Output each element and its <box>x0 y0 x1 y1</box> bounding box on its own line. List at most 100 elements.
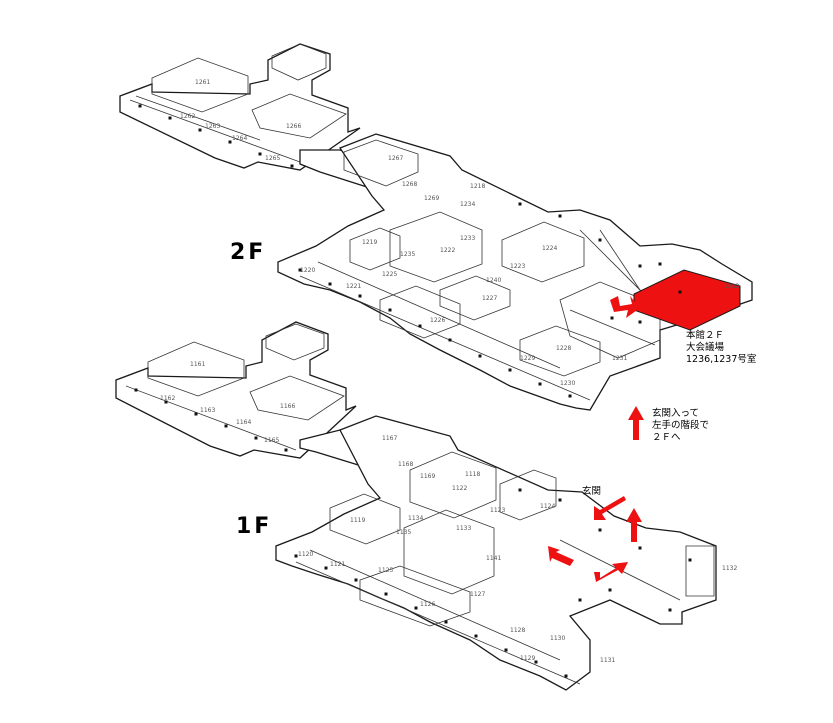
column-post <box>608 588 612 592</box>
floor-1f-room-1131: 1131 <box>600 657 615 664</box>
room-2f-1218 <box>343 139 419 187</box>
floor-1f-room-1133: 1133 <box>456 525 471 532</box>
column-post <box>164 400 168 404</box>
column-post <box>478 354 482 358</box>
column-post <box>568 394 572 398</box>
room-2f-1229 <box>501 221 585 283</box>
column-post <box>518 202 522 206</box>
column-post <box>198 128 202 132</box>
floor-1f-room-1118: 1118 <box>465 471 480 478</box>
floor-2f-room-1265: 1265 <box>265 155 280 162</box>
venue-note-line-2: 大会議場 <box>686 342 725 353</box>
floor-2f-room-1223: 1223 <box>510 263 525 270</box>
floor-2f-room-1263: 1263 <box>205 123 220 130</box>
column-post <box>658 262 662 266</box>
column-post <box>610 316 614 320</box>
column-post <box>294 554 298 558</box>
room-1f-1162 <box>249 375 345 421</box>
floor-1f-room-1135: 1135 <box>396 529 411 536</box>
floor-1f-room-1166: 1166 <box>280 403 295 410</box>
column-post <box>564 674 568 678</box>
stair-1f-nw <box>265 323 325 361</box>
column-post <box>134 388 138 392</box>
floor-1f-room-1127: 1127 <box>470 591 485 598</box>
floor-2f-room-1222: 1222 <box>440 247 455 254</box>
floor-1f-room-1130: 1130 <box>550 635 565 642</box>
floor-2f-room-1269: 1269 <box>424 195 439 202</box>
floor-2f-room-1229: 1229 <box>520 355 535 362</box>
floor-label-1f: 1F <box>236 514 273 539</box>
room-1f-1115 <box>403 509 495 595</box>
entrance-label: 玄関 <box>582 486 602 497</box>
wing-1f-main <box>275 415 717 691</box>
column-post <box>224 424 228 428</box>
wing-1f-west <box>115 321 357 459</box>
column-post <box>474 634 478 638</box>
floor-1f-room-1168: 1168 <box>398 461 413 468</box>
venue-note-line-1: 本館２Ｆ <box>686 330 725 341</box>
floor-1f-room-1119: 1119 <box>350 517 365 524</box>
column-post <box>638 264 642 268</box>
column-post <box>324 566 328 570</box>
floor-2f-room-1219: 1219 <box>362 239 377 246</box>
column-post <box>138 104 142 108</box>
floor-1f-room-1141: 1141 <box>486 555 501 562</box>
directions-note-line-1: 玄関入って <box>652 408 700 419</box>
room-1f-1121 <box>499 469 557 521</box>
floor-1f-room-1125: 1125 <box>378 567 393 574</box>
floor-1f-room-1124: 1124 <box>540 503 555 510</box>
floor-2f-room-1226: 1226 <box>430 317 445 324</box>
floor-2f-room-1231: 1231 <box>612 355 627 362</box>
column-post <box>534 660 538 664</box>
column-post <box>598 528 602 532</box>
column-post <box>328 282 332 286</box>
column-post <box>688 558 692 562</box>
floor-1f-room-1120: 1120 <box>298 551 313 558</box>
wing-2f-main <box>277 133 753 411</box>
room-2f-1262 <box>251 93 347 139</box>
up-arrow-icon <box>626 508 642 542</box>
floor-1f-room-1161: 1161 <box>190 361 205 368</box>
column-post <box>228 140 232 144</box>
column-post <box>414 606 418 610</box>
stair-arrow-left-icon <box>548 546 574 566</box>
floor-2f-room-1232: 1232 <box>724 283 739 290</box>
floor-1f-room-1129: 1129 <box>520 655 535 662</box>
floor-2f-room-1261: 1261 <box>195 79 210 86</box>
column-post <box>358 294 362 298</box>
floor-1f-room-1163: 1163 <box>200 407 215 414</box>
venue-pointer-arrow <box>610 296 640 318</box>
floor-2f-room-1240: 1240 <box>486 277 501 284</box>
column-post <box>578 598 582 602</box>
floor-2f-room-1262: 1262 <box>180 113 195 120</box>
room-1f-1124 <box>409 451 497 519</box>
room-1f-1103 <box>359 565 471 627</box>
room-2f-1227 <box>439 275 511 321</box>
column-post <box>284 448 288 452</box>
stair-2f-nw <box>271 43 327 81</box>
venue-note: 本館２Ｆ 大会議場 1236,1237号室 <box>686 330 756 366</box>
room-2f-1261 <box>151 57 249 113</box>
column-post <box>290 164 294 168</box>
floor-1f-room-1169: 1169 <box>420 473 435 480</box>
room-2f-1231 <box>519 325 601 377</box>
floor-2f-plan <box>119 43 753 411</box>
column-post <box>558 214 562 218</box>
floor-1f-room-1128: 1128 <box>510 627 525 634</box>
floor-2f-room-1266: 1266 <box>286 123 301 130</box>
column-post <box>638 546 642 550</box>
column-post <box>384 592 388 596</box>
column-post <box>668 608 672 612</box>
floor-1f-room-1162: 1162 <box>160 395 175 402</box>
column-post <box>444 620 448 624</box>
venue-note-line-3: 1236,1237号室 <box>686 354 757 365</box>
floor-2f-room-1267: 1267 <box>388 155 403 162</box>
column-post <box>254 436 258 440</box>
room-1f-1114 <box>329 493 401 545</box>
room-2f-1233 <box>349 227 401 271</box>
floor-2f-room-1221: 1221 <box>346 283 361 290</box>
room-2f-1221 <box>389 211 483 283</box>
floor-2f-room-1227: 1227 <box>482 295 497 302</box>
column-post <box>638 320 642 324</box>
column-post <box>508 368 512 372</box>
